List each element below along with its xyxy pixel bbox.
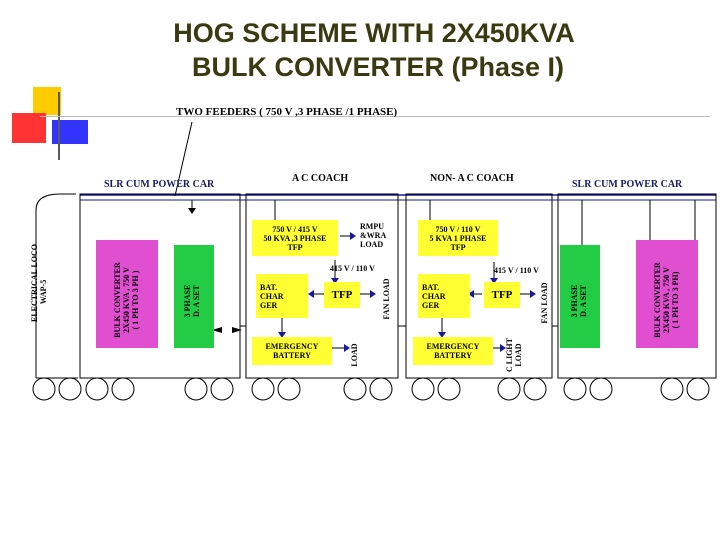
dg-set-left-label: 3 PHASE D. A SET: [183, 268, 203, 334]
ac-emergency-battery: EMERGENCY BATTERY: [252, 337, 332, 365]
non-ac-light-load-line-2: LOAD: [514, 343, 523, 367]
loco-label-line-1: ELECTRICAL LOCO: [30, 243, 39, 322]
non-ac-tfp-transformer: 750 V / 110 V 5 KVA 1 PHASE TFP: [418, 220, 498, 256]
ac-battery-charger: BAT. CHAR GER: [256, 274, 308, 318]
bulk-converter-right-line-1: BULK CONVERTER: [653, 262, 662, 338]
dg-set-right-label: 3 PHASE D. A SET: [570, 268, 590, 334]
dg-set-right: [560, 245, 600, 348]
dg-set-left-line-2: D. A SET: [192, 285, 201, 317]
decorative-vertical-line: [58, 92, 60, 160]
bulk-converter-left-line-1: BULK CONVERTER: [113, 262, 122, 338]
non-ac-battery-line-2: BATTERY: [434, 351, 472, 360]
ac-voltage-label: 415 V / 110 V: [330, 264, 375, 273]
ac-tfp-transformer: 750 V / 415 V 50 KVA ,3 PHASE TFP: [252, 220, 338, 256]
loco-label: ELECTRICAL LOCO WAP-5: [30, 243, 50, 322]
bulk-converter-right-label: BULK CONVERTER 2X450 KVA , 750 V ( 1 PH …: [653, 248, 681, 352]
coach-label-ac: A C COACH: [292, 173, 349, 184]
bulk-converter-right: [636, 240, 698, 348]
ac-battery-line-1: EMERGENCY: [265, 342, 319, 351]
dg-set-right-line-1: 3 PHASE: [570, 284, 579, 318]
coach-label-slr-right: SLR CUM POWER CAR: [572, 179, 683, 190]
decorative-yellow-square: [33, 87, 61, 115]
non-ac-tfp-label: TFP: [491, 288, 513, 301]
ac-tfp-transformer-line-1: 750 V / 415 V: [272, 224, 318, 234]
ac-tfp-label: TFP: [331, 288, 353, 301]
feeders-label: TWO FEEDERS ( 750 V ,3 PHASE /1 PHASE): [176, 106, 398, 118]
ac-load-label: LOAD: [350, 343, 359, 367]
bulk-converter-right-line-2: 2X450 KVA , 750 V: [662, 267, 671, 333]
non-ac-voltage-label: 415 V / 110 V: [494, 266, 539, 275]
decorative-horizontal-line: [40, 116, 710, 117]
non-ac-light-load-line-1: C LIGHT: [505, 338, 514, 373]
dg-set-left: [174, 245, 214, 348]
non-ac-charger-line-3: GER: [422, 300, 440, 310]
non-ac-tfp-transformer-line-3: TFP: [450, 242, 466, 252]
non-ac-charger-line-2: CHAR: [422, 291, 446, 301]
loco-label-line-2: WAP-5: [39, 279, 48, 305]
dg-set-right-line-2: D. A SET: [579, 285, 588, 317]
bulk-converter-left: [96, 240, 158, 348]
decorative-red-square: [12, 113, 46, 143]
non-ac-charger-line-1: BAT.: [422, 282, 440, 292]
ac-charger-line-1: BAT.: [260, 282, 278, 292]
ac-charger-line-2: CHAR: [260, 291, 284, 301]
bulk-converter-right-line-3: ( 1 PH TO 3 PH): [671, 271, 680, 329]
bulk-converter-left-label: BULK CONVERTER 2X450 KVA , 750 V ( 1 PH …: [113, 248, 141, 352]
ac-tfp-transformer-line-3: TFP: [287, 242, 303, 252]
non-ac-battery-line-1: EMERGENCY: [426, 342, 480, 351]
non-ac-light-load-label: C LIGHT LOAD: [505, 333, 523, 377]
coach-label-slr-left: SLR CUM POWER CAR: [104, 179, 215, 190]
page-title-line-2: BULK CONVERTER (Phase I): [191, 52, 565, 82]
page-title-line-1: HOG SCHEME WITH 2X450KVA: [173, 18, 575, 48]
ac-battery-line-2: BATTERY: [273, 351, 311, 360]
ac-rmpu-label: RMPU &WRA LOAD: [360, 222, 386, 249]
non-ac-tfp-transformer-line-2: 5 KVA 1 PHASE: [429, 233, 487, 243]
non-ac-tfp-transformer-line-1: 750 V / 110 V: [435, 224, 481, 234]
non-ac-tfp-box: TFP: [484, 282, 520, 308]
ac-tfp-box: TFP: [324, 282, 360, 308]
ac-rmpu-line-2: &WRA: [360, 231, 387, 240]
ac-rmpu-line-1: RMPU: [360, 222, 384, 231]
ac-rmpu-line-3: LOAD: [360, 240, 384, 249]
ac-tfp-transformer-line-2: 50 KVA ,3 PHASE: [263, 233, 327, 243]
bulk-converter-left-line-2: 2X450 KVA , 750 V: [122, 267, 131, 333]
non-ac-emergency-battery: EMERGENCY BATTERY: [413, 337, 493, 365]
non-ac-fan-load-label: FAN LOAD: [540, 282, 549, 324]
ac-fan-load-label: FAN LOAD: [382, 278, 391, 320]
coach-label-non-ac: NON- A C COACH: [430, 173, 514, 184]
bulk-converter-left-line-3: ( 1 PH TO 3 PH ): [131, 270, 140, 330]
ac-charger-line-3: GER: [260, 300, 278, 310]
non-ac-battery-charger: BAT. CHAR GER: [418, 274, 470, 318]
dg-set-left-line-1: 3 PHASE: [183, 284, 192, 318]
